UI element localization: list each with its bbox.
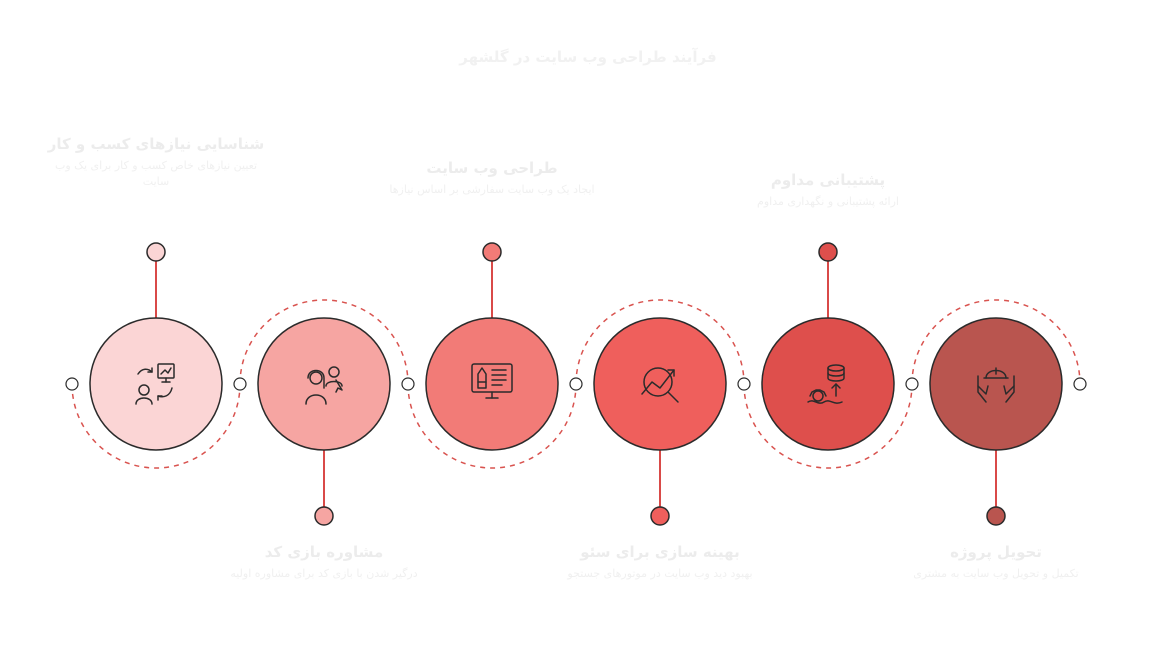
dashed-arc-4 — [575, 299, 745, 385]
step-1-description: تعیین نیازهای خاص کسب و کار برای یک وب س… — [54, 159, 258, 188]
stem-dot-3 — [482, 242, 502, 262]
step-3-heading: طراحی وب سایت — [426, 159, 558, 177]
step-icons — [135, 363, 1015, 405]
dashed-arc-1 — [71, 383, 241, 469]
seo-search-growth-icon — [641, 367, 679, 403]
stem-dot-5 — [818, 242, 838, 262]
connector-dot-3 — [401, 377, 415, 391]
step-6-heading: تحویل پروژه — [950, 543, 1042, 561]
step-circle-3 — [425, 317, 559, 451]
connector-dot-7 — [1073, 377, 1087, 391]
stem-dot-4 — [650, 506, 670, 526]
step-5-heading: پشتیبانی مداوم — [770, 171, 886, 189]
step-6-description: تکمیل و تحویل وب سایت به مشتری — [913, 567, 1079, 580]
connector-dot-5 — [737, 377, 751, 391]
connector-dot-2 — [233, 377, 247, 391]
step-1-label: شناسایی نیازهای کسب و کار تعیین نیازهای … — [46, 134, 266, 190]
step-4-heading: بهینه سازی برای سئو — [580, 543, 740, 561]
step-3-description: ایجاد یک وب سایت سفارشی بر اساس نیازها — [389, 183, 595, 196]
delivery-hands-helmet-icon — [977, 367, 1015, 403]
dashed-arc-3 — [407, 383, 577, 469]
step-5-description: ارائه پشتیبانی و نگهداری مداوم — [757, 195, 899, 208]
step-circles — [89, 317, 1063, 451]
support-database-icon — [807, 364, 845, 404]
dashed-arc-6 — [911, 299, 1081, 385]
dashed-arc-2 — [239, 299, 409, 385]
consultation-icon — [305, 366, 343, 405]
step-circle-1 — [89, 317, 223, 451]
connector-dot-4 — [569, 377, 583, 391]
step-circle-5 — [761, 317, 895, 451]
step-2-heading: مشاوره بازی کد — [264, 543, 384, 561]
step-1-heading: شناسایی نیازهای کسب و کار — [47, 135, 265, 153]
step-4-label: بهینه سازی برای سئو بهبود دید وب سایت در… — [550, 542, 770, 582]
step-circle-4 — [593, 317, 727, 451]
step-3-label: طراحی وب سایت ایجاد یک وب سایت سفارشی بر… — [382, 158, 602, 198]
step-2-description: درگیر شدن با بازی کد برای مشاوره اولیه — [230, 567, 418, 580]
diagram-title: فرآیند طراحی وب سایت در گلشهر — [459, 48, 717, 66]
step-2-label: مشاوره بازی کد درگیر شدن با بازی کد برای… — [214, 542, 434, 582]
step-circle-6 — [929, 317, 1063, 451]
dashed-arc-5 — [743, 383, 913, 469]
step-stems — [146, 242, 1006, 526]
stem-dot-1 — [146, 242, 166, 262]
connector-dot-1 — [65, 377, 79, 391]
analysis-exchange-icon — [135, 363, 175, 405]
dashed-connectors — [65, 299, 1087, 469]
step-6-label: تحویل پروژه تکمیل و تحویل وب سایت به مشت… — [886, 542, 1106, 582]
stem-dot-2 — [314, 506, 334, 526]
connector-dot-6 — [905, 377, 919, 391]
stem-dot-6 — [986, 506, 1006, 526]
web-design-monitor-icon — [471, 363, 513, 399]
step-5-label: پشتیبانی مداوم ارائه پشتیبانی و نگهداری … — [718, 170, 938, 210]
step-4-description: بهبود دید وب سایت در موتورهای جستجو — [567, 567, 753, 580]
